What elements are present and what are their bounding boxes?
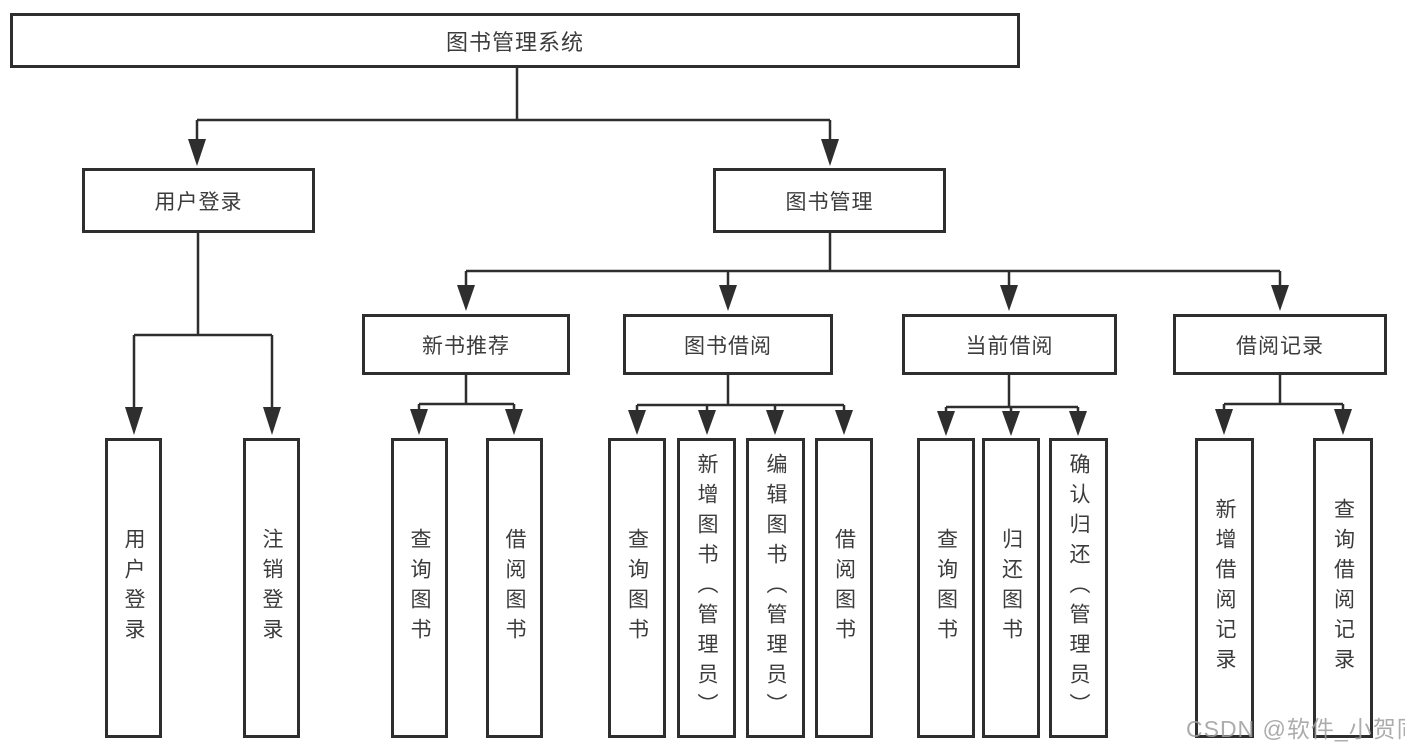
connector-new-book-recommend [417, 375, 516, 411]
watermark: CSDN @软件_小贺同学 [1186, 716, 1405, 742]
arrowhead [628, 410, 646, 435]
arrowhead [188, 139, 206, 166]
arrowhead [1000, 285, 1018, 311]
node-borrowing-records-label: 借阅记录 [1236, 334, 1324, 358]
connector-user-login [132, 233, 274, 409]
leaf-logout-login-label: 注销登录 [260, 528, 283, 648]
leaf-recommend-query-books: 查询图书 [391, 438, 448, 738]
connector-current-borrowing [944, 375, 1080, 413]
leaf-borrowing-edit-books-admin: 编辑图书（管理员） [746, 438, 805, 738]
arrowhead [263, 407, 281, 435]
node-book-borrowing-label: 图书借阅 [684, 334, 772, 358]
connector-book-management [464, 233, 1282, 287]
connector-borrowing-records [1222, 375, 1345, 411]
leaf-records-add-record: 新增借阅记录 [1195, 438, 1254, 738]
arrowhead [698, 410, 716, 435]
arrowhead [766, 410, 784, 435]
node-current-borrowing: 当前借阅 [902, 314, 1117, 375]
arrowhead [937, 411, 955, 436]
leaf-logout-login: 注销登录 [243, 438, 300, 738]
arrowhead [835, 410, 853, 435]
arrowhead [1002, 411, 1020, 436]
arrowheads [125, 139, 1352, 436]
leaf-current-confirm-return-admin-label: 确认归还（管理员） [1067, 453, 1090, 723]
leaf-borrowing-borrow-books: 借阅图书 [815, 438, 873, 738]
arrowhead [1271, 285, 1289, 311]
node-new-book-recommend: 新书推荐 [362, 314, 570, 375]
node-book-management: 图书管理 [713, 168, 946, 233]
arrowhead [1215, 409, 1233, 435]
arrowhead [821, 139, 839, 166]
arrowhead [1069, 411, 1087, 436]
leaf-current-confirm-return-admin: 确认归还（管理员） [1049, 438, 1108, 738]
leaf-user-login: 用户登录 [105, 438, 162, 738]
arrowhead [410, 409, 428, 435]
leaf-borrowing-add-books-admin: 新增图书（管理员） [677, 438, 736, 738]
node-book-management-label: 图书管理 [785, 190, 874, 214]
leaf-borrowing-add-books-admin-label: 新增图书（管理员） [695, 453, 718, 723]
node-user-login: 用户登录 [82, 168, 315, 233]
leaf-user-login-label: 用户登录 [122, 528, 145, 648]
node-book-borrowing: 图书借阅 [623, 314, 833, 375]
arrowhead [125, 407, 143, 435]
leaf-recommend-borrow-books: 借阅图书 [486, 438, 543, 738]
leaf-current-return-books-label: 归还图书 [999, 528, 1023, 648]
node-root: 图书管理系统 [10, 13, 1020, 68]
leaf-records-query-record-label: 查询借阅记录 [1331, 498, 1355, 678]
leaf-records-add-record-label: 新增借阅记录 [1213, 498, 1236, 678]
arrowhead [719, 285, 737, 311]
node-root-label: 图书管理系统 [445, 29, 584, 55]
arrowhead [505, 409, 523, 435]
leaf-borrowing-query-books: 查询图书 [608, 438, 666, 738]
leaf-current-query-books-label: 查询图书 [934, 528, 958, 648]
node-borrowing-records: 借阅记录 [1173, 314, 1387, 375]
leaf-current-query-books: 查询图书 [917, 438, 975, 738]
leaf-records-query-record: 查询借阅记录 [1313, 438, 1373, 738]
node-current-borrowing-label: 当前借阅 [965, 334, 1054, 358]
node-user-login-label: 用户登录 [154, 190, 243, 214]
leaf-borrowing-query-books-label: 查询图书 [625, 528, 649, 648]
leaf-recommend-borrow-books-label: 借阅图书 [503, 528, 526, 648]
connector-root [195, 68, 832, 140]
leaf-borrowing-edit-books-admin-label: 编辑图书（管理员） [764, 453, 787, 723]
connector-book-borrowing [635, 375, 846, 412]
arrowhead [457, 285, 475, 311]
leaf-borrowing-borrow-books-label: 借阅图书 [832, 528, 856, 648]
leaf-recommend-query-books-label: 查询图书 [408, 528, 431, 648]
arrowhead [1334, 409, 1352, 435]
leaf-current-return-books: 归还图书 [982, 438, 1040, 738]
node-new-book-recommend-label: 新书推荐 [422, 334, 510, 358]
